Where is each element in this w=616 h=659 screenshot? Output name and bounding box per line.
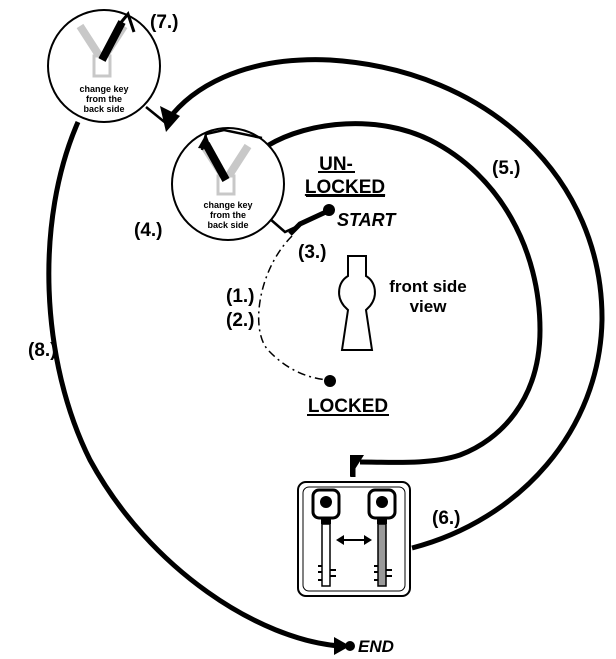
key-black-icon bbox=[98, 20, 126, 62]
locked-label: LOCKED bbox=[308, 396, 388, 417]
step-2-label: (2.) bbox=[226, 310, 255, 331]
key-left-icon bbox=[311, 488, 341, 587]
change-key-line3: back side bbox=[83, 104, 124, 114]
arrow-step-5 bbox=[265, 121, 543, 465]
start-dot bbox=[323, 204, 335, 216]
circle-step-4: change key from the back side bbox=[171, 127, 285, 241]
step-5-label: (5.) bbox=[492, 158, 521, 179]
change-key-line2: from the bbox=[86, 94, 122, 104]
start-label: START bbox=[337, 210, 397, 230]
change-key-line1: change key bbox=[79, 84, 128, 94]
step-1-label: (1.) bbox=[226, 286, 255, 307]
view-label-line2: view bbox=[410, 297, 448, 316]
step-6-label: (6.) bbox=[432, 508, 461, 529]
change-key-line2: from the bbox=[210, 210, 246, 220]
step-3-label: (3.) bbox=[298, 242, 327, 263]
arrowhead-step-7 bbox=[160, 106, 180, 132]
arrow-step-6-to-7 bbox=[165, 57, 605, 551]
view-label-line1: front side bbox=[389, 277, 466, 296]
arrowhead-end bbox=[334, 637, 350, 655]
circle-step-7: change key from the back side bbox=[47, 9, 161, 123]
rotate-arrowhead-icon bbox=[198, 134, 212, 150]
step-8-label: (8.) bbox=[28, 340, 57, 361]
step-4-label: (4.) bbox=[134, 220, 163, 241]
end-label: END bbox=[358, 637, 394, 656]
key-right-icon bbox=[367, 488, 397, 587]
unlocked-line1: UN- bbox=[319, 154, 353, 175]
change-key-line3: back side bbox=[207, 220, 248, 230]
locked-dot bbox=[324, 375, 336, 387]
keyhole-icon bbox=[338, 255, 376, 351]
end-dot bbox=[345, 641, 355, 651]
key-black-icon bbox=[202, 142, 230, 182]
change-key-line1: change key bbox=[203, 200, 252, 210]
arc-step-1-2 bbox=[257, 235, 329, 381]
unlocked-line2: LOCKED bbox=[305, 177, 385, 198]
arrow-step-8 bbox=[46, 120, 341, 649]
rotate-arrow-icon bbox=[116, 10, 136, 33]
connector-circle-7 bbox=[145, 106, 168, 125]
step-7-label: (7.) bbox=[150, 12, 179, 33]
key-swap-box bbox=[297, 481, 411, 597]
arrow-step-3 bbox=[288, 208, 330, 236]
